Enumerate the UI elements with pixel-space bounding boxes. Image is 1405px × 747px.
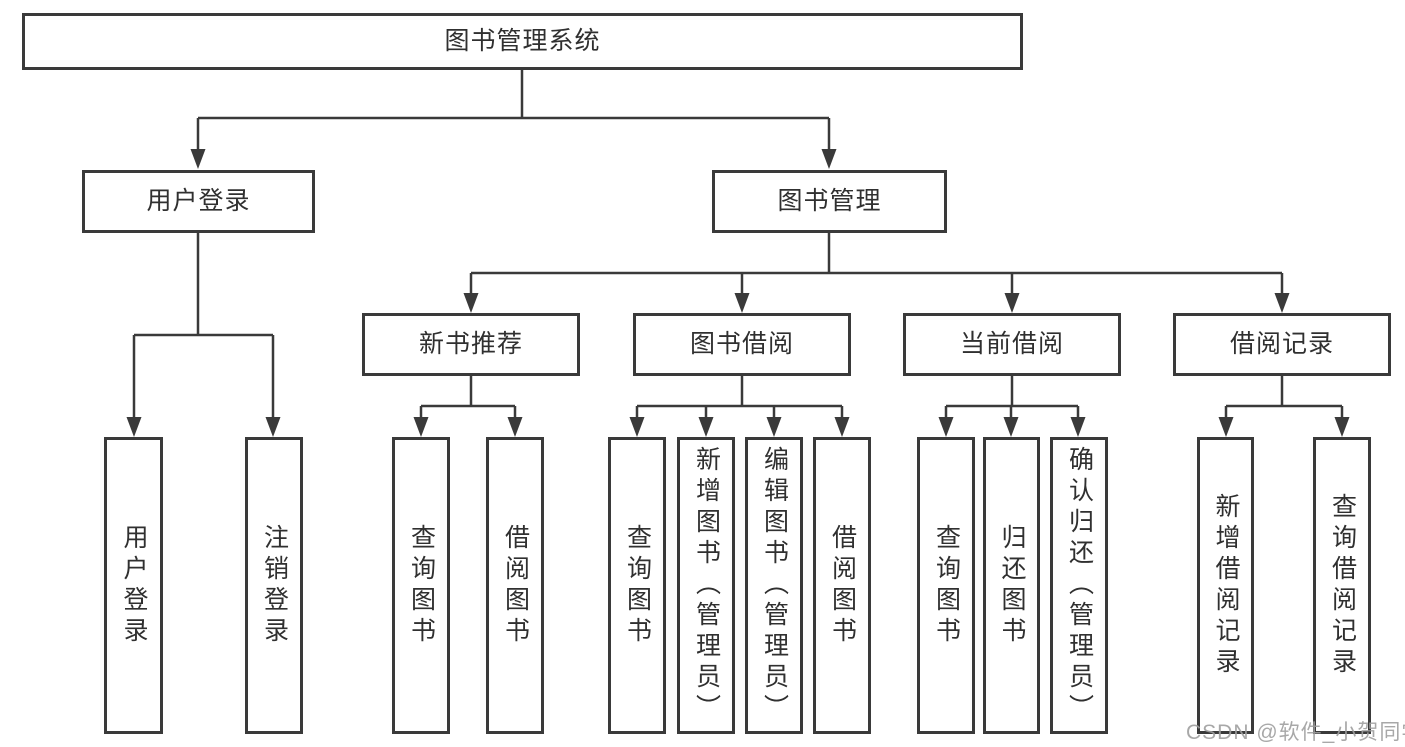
arrowhead-icon (698, 417, 714, 437)
arrowhead-icon (265, 417, 281, 437)
arrowhead-icon (1070, 417, 1086, 437)
node-label: 归还图书 (998, 523, 1026, 648)
node-return-book: 归还图书 (983, 437, 1040, 734)
node-label: 图书管理 (777, 187, 882, 215)
node-label: 新增图书（管理员） (692, 446, 721, 725)
node-current-borrowing: 当前借阅 (903, 313, 1121, 376)
arrowhead-icon (413, 417, 429, 437)
arrowhead-icon (629, 417, 645, 437)
arrowhead-icon (821, 149, 837, 169)
node-label: 查询图书 (932, 523, 961, 648)
arrowhead-icon (1274, 293, 1290, 313)
node-query-books-recommend: 查询图书 (392, 437, 450, 734)
node-book-borrowing: 图书借阅 (633, 313, 851, 376)
node-label: 当前借阅 (959, 330, 1064, 358)
node-label: 借阅图书 (828, 523, 857, 648)
node-user-login: 用户登录 (82, 170, 315, 233)
node-label: 图书管理系统 (444, 27, 601, 55)
node-add-book-admin: 新增图书（管理员） (677, 437, 735, 734)
node-confirm-return-admin: 确认归还（管理员） (1050, 437, 1108, 734)
node-add-borrow-record: 新增借阅记录 (1197, 437, 1254, 734)
node-user-login-leaf: 用户登录 (104, 437, 163, 734)
node-edit-book-admin: 编辑图书（管理员） (745, 437, 803, 734)
node-label: 查询借阅记录 (1328, 492, 1357, 679)
node-label: 用户登录 (146, 187, 251, 215)
node-label: 用户登录 (120, 523, 148, 648)
node-label: 查询图书 (623, 523, 652, 648)
node-query-books-borrow: 查询图书 (608, 437, 666, 734)
node-label: 注销登录 (260, 523, 289, 648)
node-borrowing-records: 借阅记录 (1173, 313, 1391, 376)
node-label: 借阅记录 (1229, 330, 1334, 358)
node-label: 新书推荐 (418, 330, 523, 358)
arrowhead-icon (1004, 293, 1020, 313)
node-label: 编辑图书（管理员） (760, 446, 789, 725)
node-query-books-current: 查询图书 (917, 437, 975, 734)
node-label: 确认归还（管理员） (1065, 446, 1094, 725)
arrowhead-icon (938, 417, 954, 437)
watermark-text: CSDN @软件_小贺同学 (1186, 721, 1405, 744)
node-label: 查询图书 (407, 523, 436, 648)
arrowhead-icon (1334, 417, 1350, 437)
arrowhead-icon (766, 417, 782, 437)
arrowhead-icon (1218, 417, 1234, 437)
arrowhead-icon (463, 293, 479, 313)
node-label: 图书借阅 (689, 330, 794, 358)
arrowhead-icon (834, 417, 850, 437)
node-label: 新增借阅记录 (1212, 492, 1240, 679)
node-logout: 注销登录 (245, 437, 303, 734)
node-query-borrow-record: 查询借阅记录 (1313, 437, 1371, 734)
node-new-book-recommendation: 新书推荐 (362, 313, 580, 376)
arrowhead-icon (734, 293, 750, 313)
arrowhead-icon (126, 417, 142, 437)
arrowhead-icon (190, 149, 206, 169)
node-borrow-books-recommend: 借阅图书 (486, 437, 544, 734)
node-label: 借阅图书 (501, 523, 530, 648)
node-book-management: 图书管理 (712, 170, 947, 233)
node-borrow-books-leaf: 借阅图书 (813, 437, 871, 734)
arrowhead-icon (507, 417, 523, 437)
arrowhead-icon (1003, 417, 1019, 437)
node-library-management-system: 图书管理系统 (22, 13, 1023, 70)
